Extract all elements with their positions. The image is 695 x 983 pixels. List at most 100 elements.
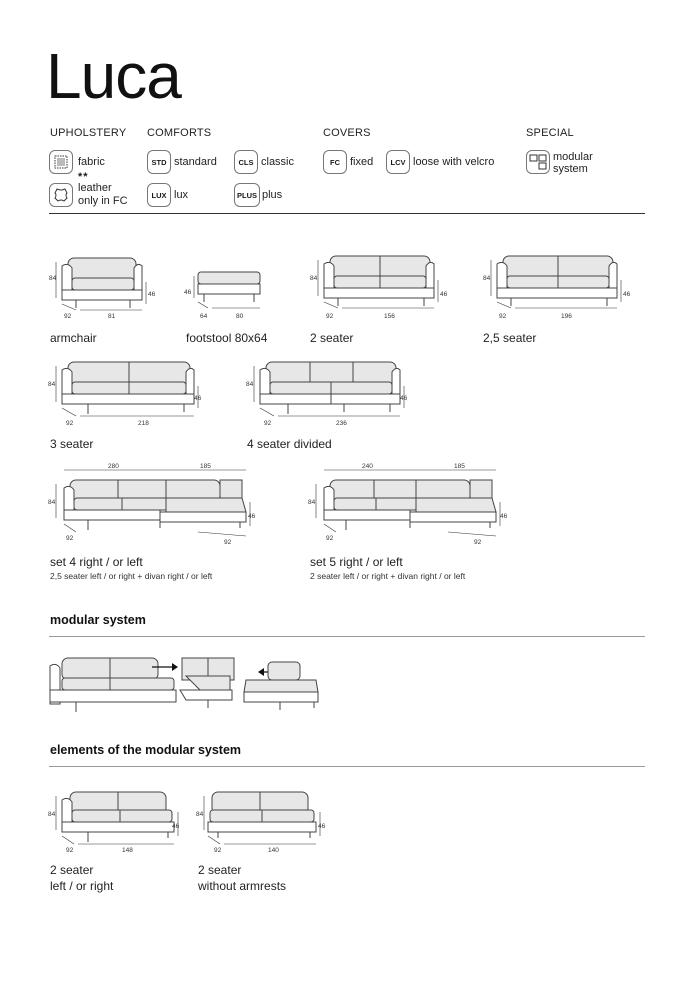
modular-label-2: system	[553, 163, 588, 175]
cover-lcv: LCV	[386, 150, 410, 174]
modular-divider	[49, 636, 645, 637]
two-seater-width: 156	[384, 313, 395, 320]
legend-divider	[49, 213, 645, 214]
set4-height: 84	[48, 499, 56, 506]
set5-drawing: 240 185 84 46 92 92	[308, 463, 508, 546]
two-seater-height: 84	[310, 275, 318, 282]
three-seater-caption: 3 seater	[50, 437, 94, 451]
set4-drawing: 280 185 84 46 92 92	[48, 463, 256, 546]
two-five-seater-seat: 46	[623, 291, 631, 298]
leather-label: leather	[78, 182, 112, 194]
two-seater-caption: 2 seater	[310, 331, 354, 345]
footstool-caption: footstool 80x64	[186, 331, 268, 345]
armchair-width: 81	[108, 313, 116, 320]
armchair-height: 84	[49, 275, 57, 282]
special-header: SPECIAL	[526, 127, 574, 139]
modular-label-1: modular	[553, 151, 593, 163]
footstool-drawing: 46 64 80	[184, 268, 266, 320]
two-five-seater-caption: 2,5 seater	[483, 331, 537, 345]
lcv-badge: LCV	[386, 150, 410, 174]
covers-header: COVERS	[323, 127, 371, 139]
modular-system-drawing	[48, 652, 328, 716]
armchair-dims: 84 46 92 81	[49, 275, 156, 320]
comfort-lux-label: lux	[174, 189, 189, 201]
three-seater-depth: 92	[66, 420, 74, 427]
two-seater-seat: 46	[440, 291, 448, 298]
set5-seat: 46	[500, 513, 508, 520]
set5-height: 84	[308, 499, 316, 506]
element-na-depth: 92	[214, 847, 222, 854]
comfort-plus-label: plus	[262, 189, 283, 201]
set5-width1: 240	[362, 463, 373, 470]
set4-divan-depth: 92	[224, 539, 232, 546]
comfort-plus: PLUS	[234, 183, 260, 207]
comfort-cls: CLS	[234, 150, 258, 174]
two-seater-drawing: 84 46 92 156	[310, 250, 448, 320]
element-lr-seat: 46	[172, 823, 180, 830]
two-seater-depth: 92	[326, 313, 334, 320]
cls-badge: CLS	[234, 150, 258, 174]
plus-badge: PLUS	[234, 183, 260, 207]
comforts-header: COMFORTS	[147, 127, 212, 139]
set5-divan-depth: 92	[474, 539, 482, 546]
leather-hide-icon	[49, 183, 73, 207]
fabric-icon	[49, 150, 73, 174]
footstool-seat: 46	[184, 289, 192, 296]
element-lr-depth: 92	[66, 847, 74, 854]
armchair-drawing	[50, 252, 160, 324]
element-lr-caption-2: left / or right	[50, 879, 114, 893]
modular-system-icon	[526, 150, 550, 174]
fabric-label: fabric	[78, 156, 105, 168]
armchair-caption: armchair	[50, 331, 97, 345]
armchair-depth: 92	[64, 313, 72, 320]
lux-badge: LUX	[147, 183, 171, 207]
set5-depth: 92	[326, 535, 334, 542]
two-five-seater-depth: 92	[499, 313, 507, 320]
three-seater-width: 218	[138, 420, 149, 427]
cover-fc-label: fixed	[350, 156, 374, 168]
four-seater-seat: 46	[400, 395, 408, 402]
set4-caption: set 4 right / or left	[50, 555, 143, 569]
element-lr-height: 84	[48, 811, 56, 818]
element-na-caption-2: without armrests	[198, 879, 287, 893]
three-seater-seat: 46	[194, 395, 202, 402]
set5-width2: 185	[454, 463, 465, 470]
fc-badge: FC	[323, 150, 347, 174]
armchair-seat: 46	[148, 291, 156, 298]
comfort-lux: LUX	[147, 183, 171, 207]
element-na-width: 140	[268, 847, 279, 854]
four-seater-height: 84	[246, 381, 254, 388]
set4-depth: 92	[66, 535, 74, 542]
set5-caption: set 5 right / or left	[310, 555, 403, 569]
upholstery-header: UPHOLSTERY	[50, 127, 127, 139]
element-na-height: 84	[196, 811, 204, 818]
leather-note-mark: **	[78, 171, 89, 183]
two-five-seater-drawing: 84 46 92 196	[483, 250, 631, 320]
page-title: Luca	[46, 40, 182, 112]
set5-subcaption: 2 seater left / or right + divan right /…	[310, 571, 466, 581]
set4-width1: 280	[108, 463, 119, 470]
set4-seat: 46	[248, 513, 256, 520]
cover-fc: FC	[323, 150, 347, 174]
leather-fc-label: only in FC	[78, 195, 128, 207]
modular-section-title: modular system	[50, 613, 146, 627]
element-left-right-drawing: 84 46 92 148	[48, 786, 180, 854]
footstool-depth: 64	[200, 313, 208, 320]
comfort-std-label: standard	[174, 156, 217, 168]
two-five-seater-width: 196	[561, 313, 572, 320]
four-seater-caption: 4 seater divided	[247, 437, 332, 451]
element-na-seat: 46	[318, 823, 326, 830]
fabric-option	[49, 150, 73, 174]
elements-divider	[49, 766, 645, 767]
comfort-std: STD	[147, 150, 171, 174]
four-seater-width: 236	[336, 420, 347, 427]
element-na-caption-1: 2 seater	[198, 863, 242, 877]
set4-width2: 185	[200, 463, 211, 470]
footstool-width: 80	[236, 313, 244, 320]
modular-option	[526, 150, 550, 175]
element-lr-width: 148	[122, 847, 133, 854]
four-seater-depth: 92	[264, 420, 272, 427]
three-seater-height: 84	[48, 381, 56, 388]
leather-option	[49, 183, 73, 208]
elements-section-title: elements of the modular system	[50, 743, 242, 757]
